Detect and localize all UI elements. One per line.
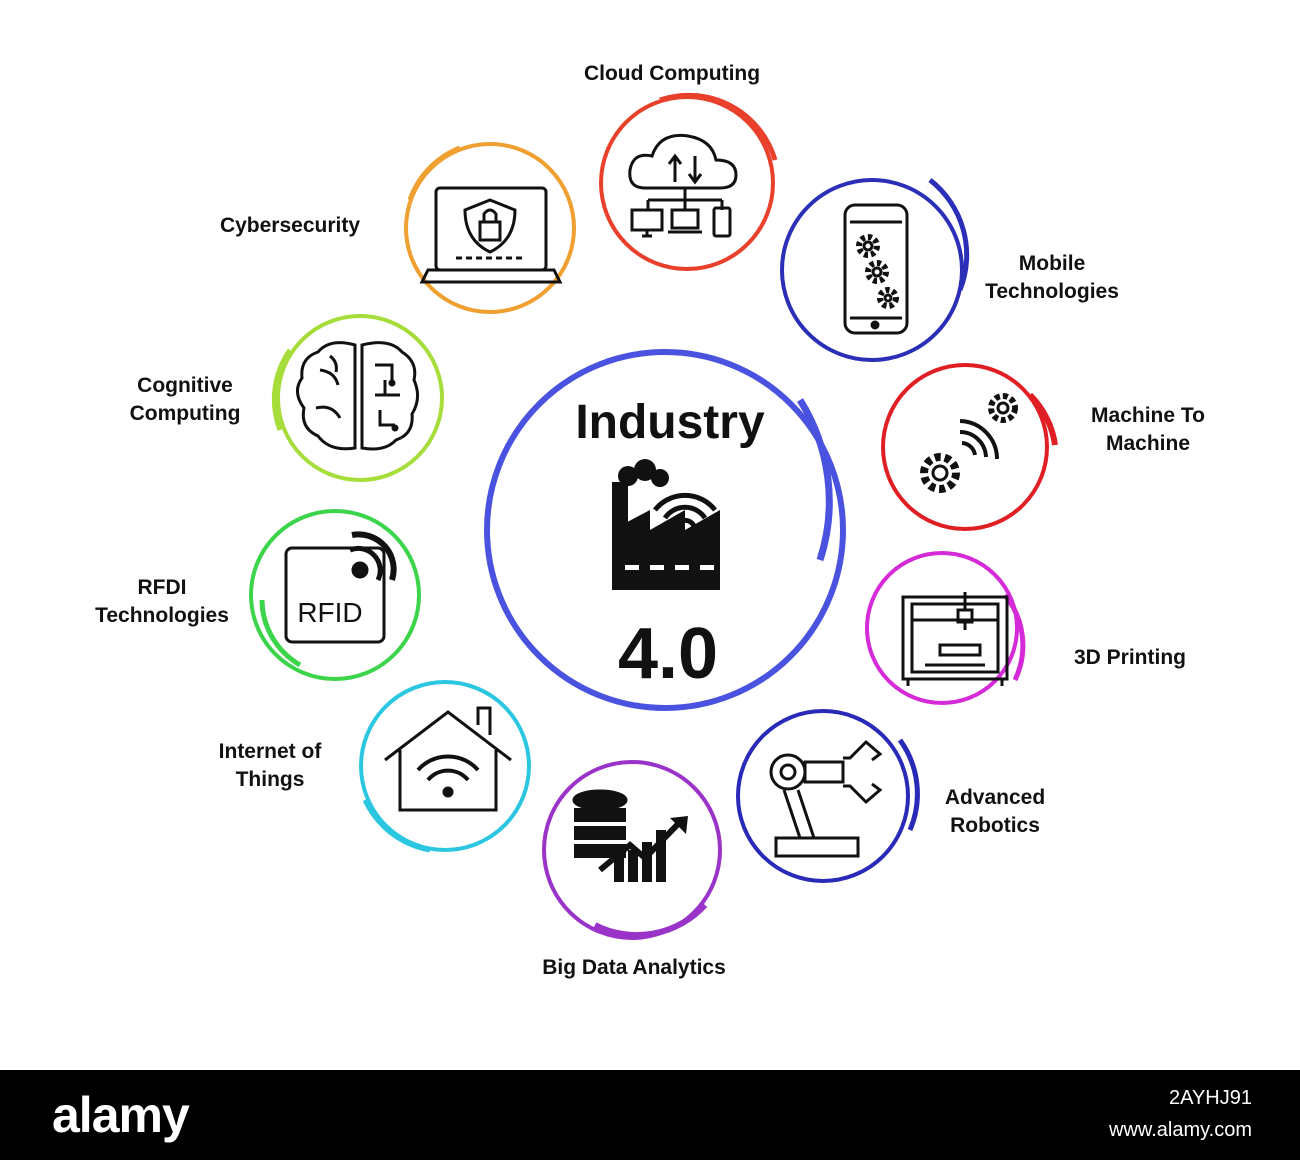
rfid-tag-text: RFID (297, 597, 362, 628)
label-line: Things (235, 768, 305, 791)
center-version: 4.0 (618, 614, 718, 694)
alamy-logo: alamy (52, 1087, 190, 1143)
node-3d-printing (865, 551, 1026, 705)
label-line: Big Data Analytics (542, 956, 726, 979)
node-ring (249, 509, 421, 681)
label-line: Advanced (944, 786, 1046, 809)
node-ring (881, 363, 1049, 531)
label-line: Cognitive (137, 374, 233, 397)
label-line: Computing (129, 402, 241, 425)
gears-signal-icon (920, 393, 1018, 493)
label-line: Technologies (95, 604, 229, 627)
label-internet-of-things: Internet of Things (180, 738, 360, 794)
label-line: Technologies (985, 280, 1119, 303)
rfid-tag-icon: RFID (284, 531, 397, 644)
industry-4-diagram: Industry 4.0 (249, 92, 1058, 940)
label-line: Machine (1105, 432, 1191, 455)
label-line: Cybersecurity (219, 214, 361, 237)
robot-arm-icon (769, 739, 883, 858)
laptop-shield-icon (419, 186, 563, 284)
label-line: Robotics (950, 814, 1040, 837)
node-ring (780, 178, 964, 362)
node-mobile-technologies (780, 178, 970, 362)
image-credit: 2AYHJ91 www.alamy.com (1109, 1082, 1252, 1146)
center-hub: Industry 4.0 (484, 349, 846, 711)
node-cognitive-computing (271, 314, 444, 482)
node-ring (599, 95, 775, 271)
node-cybersecurity (404, 142, 576, 314)
node-advanced-robotics (736, 709, 920, 883)
node-big-data-analytics (542, 760, 722, 940)
label-line: RFDI (137, 576, 187, 599)
node-ring (736, 709, 910, 883)
node-machine-to-machine (881, 363, 1058, 531)
label-advanced-robotics: Advanced Robotics (910, 784, 1080, 840)
label-rfdi-technologies: RFDI Technologies (72, 574, 252, 630)
node-ring (276, 314, 444, 482)
label-line: Internet of (218, 740, 322, 763)
smart-factory-icon (612, 459, 720, 590)
node-rfdi-technologies: RFID (249, 509, 421, 681)
node-ring (359, 680, 531, 852)
label-mobile-technologies: Mobile Technologies (962, 250, 1142, 306)
center-ring (484, 349, 846, 711)
label-cloud-computing: Cloud Computing (522, 60, 822, 88)
node-internet-of-things (359, 680, 531, 853)
image-id: 2AYHJ91 (1168, 1087, 1252, 1109)
node-ring (404, 142, 576, 314)
node-cloud-computing (599, 92, 778, 271)
label-line: Mobile (1018, 252, 1086, 275)
label-line: Cloud Computing (583, 62, 761, 85)
site-url: www.alamy.com (1109, 1119, 1252, 1141)
label-3d-printing: 3D Printing (1040, 644, 1220, 672)
smart-home-icon (384, 706, 512, 812)
label-cognitive-computing: Cognitive Computing (100, 372, 270, 428)
3d-printer-icon (901, 592, 1009, 686)
watermark-bar: alamy 2AYHJ91 www.alamy.com (0, 1070, 1300, 1160)
label-machine-to-machine: Machine To Machine (1058, 402, 1238, 458)
database-chart-icon (572, 789, 688, 882)
label-big-data-analytics: Big Data Analytics (484, 954, 784, 982)
cloud-network-icon (628, 133, 738, 238)
label-line: Machine To (1091, 404, 1205, 427)
node-ring (865, 551, 1019, 705)
center-title: Industry (575, 396, 765, 449)
smartphone-gears-icon (843, 203, 909, 335)
label-line: 3D Printing (1073, 646, 1186, 669)
label-cybersecurity: Cybersecurity (180, 212, 400, 240)
brain-circuit-icon (296, 341, 419, 451)
